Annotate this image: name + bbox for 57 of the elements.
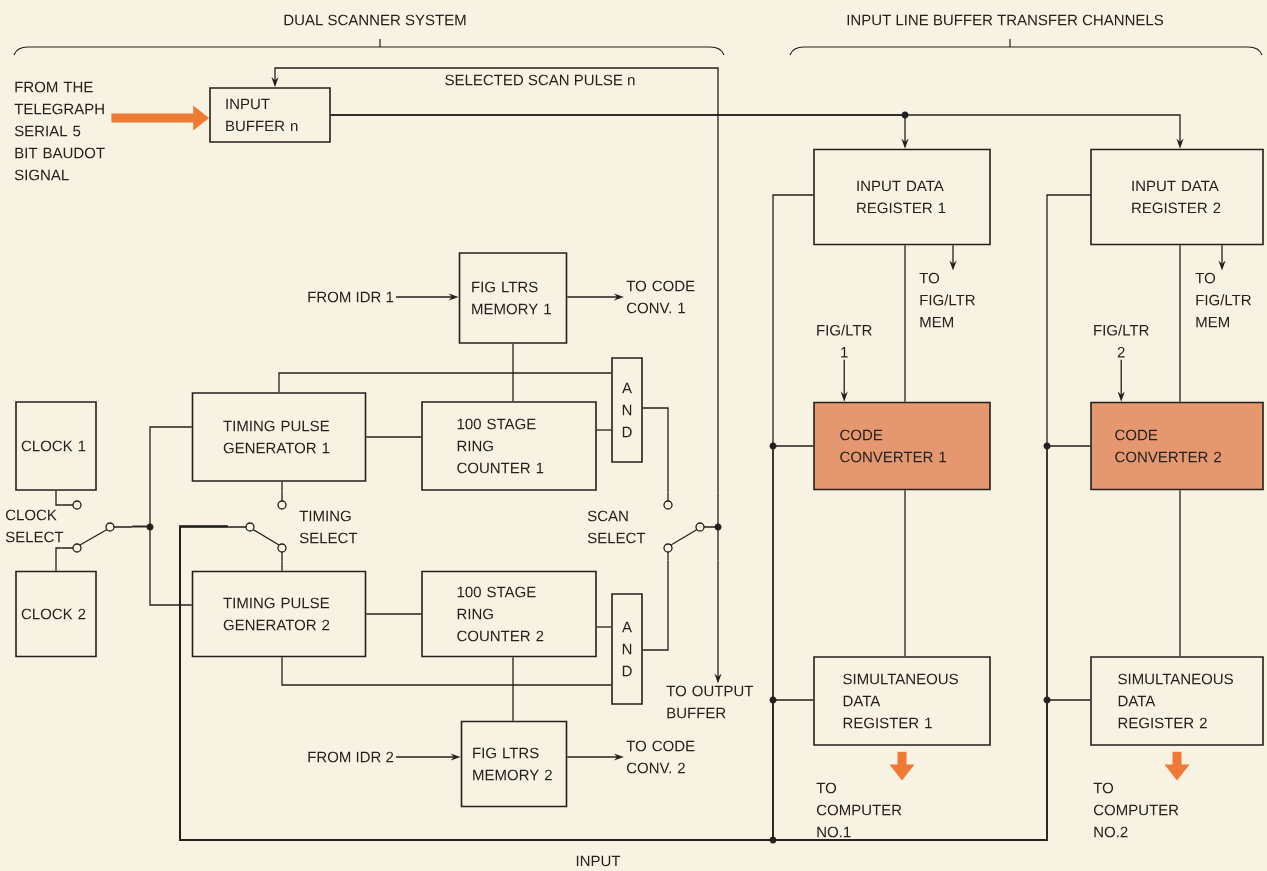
block-box: CLOCK 2: [15, 570, 97, 658]
block-box: TIMING PULSE GENERATOR 1: [191, 392, 367, 482]
block-box: 100 STAGE RING COUNTER 1: [421, 401, 597, 491]
signal-text: FROM THE TELEGRAPH SERIAL 5 BIT BAUDOT SIGNAL: [14, 81, 105, 181]
converter-box: CODE CONVERTER 2: [1090, 401, 1264, 491]
connector-line: [131, 525, 193, 606]
block-box: INPUT DATA REGISTER 2: [1090, 148, 1264, 246]
signal-text: FROM IDR 1: [308, 291, 394, 303]
signal-text: TO COMPUTER NO.2: [1093, 782, 1179, 838]
signal-text: TO OUTPUT BUFFER: [666, 685, 754, 719]
block-box: INPUT BUFFER n: [209, 87, 331, 143]
block-box: SIMULTANEOUS DATA REGISTER 2: [1090, 656, 1264, 746]
label-text: CLOCK SELECT: [5, 509, 64, 543]
and-gate: AND: [611, 593, 643, 705]
connector-line: [512, 656, 514, 722]
block-box: TIMING PULSE GENERATOR 2: [191, 570, 367, 658]
label-text: INPUT: [576, 855, 621, 867]
connector-line: [596, 429, 612, 431]
block-box: FIG LTRS MEMORY 2: [460, 720, 568, 808]
signal-text: TO COMPUTER NO.1: [816, 782, 902, 838]
connector-line: [904, 489, 906, 657]
block-box: 100 STAGE RING COUNTER 2: [421, 570, 597, 658]
connector-line: [642, 559, 669, 651]
block-box: FIG LTRS MEMORY 1: [458, 252, 568, 344]
connector-line: [596, 626, 612, 628]
signal-text: TO CODE CONV. 2: [626, 740, 695, 774]
signal-text: TO CODE CONV. 1: [626, 280, 695, 314]
connector-line: [55, 547, 63, 572]
signal-text: FROM IDR 2: [308, 751, 394, 763]
block-box: INPUT DATA REGISTER 1: [813, 148, 991, 246]
connector-line: [365, 436, 422, 438]
connector-line: [281, 656, 612, 686]
connector-line: [179, 525, 1091, 841]
connector-line: [55, 490, 63, 506]
switch-symbol: [663, 492, 722, 561]
heading-text: DUAL SCANNER SYSTEM: [284, 14, 466, 26]
signal-text: TO FIG/LTR MEM: [1195, 272, 1251, 328]
label-text: TIMING SELECT: [299, 510, 358, 544]
connector-line: [1179, 489, 1181, 657]
connector-line: [278, 372, 612, 393]
connector-line: [281, 560, 283, 572]
connector-line: [904, 244, 906, 403]
connector-line: [281, 481, 283, 493]
heading-text: INPUT LINE BUFFER TRANSFER CHANNELS: [847, 14, 1164, 26]
signal-text: FIG/LTR 2: [1094, 324, 1149, 358]
connector-line: [512, 343, 514, 402]
block-box: CLOCK 1: [15, 401, 97, 491]
connector-line: [1179, 244, 1181, 403]
connector-line: [365, 613, 422, 615]
block-box: SIMULTANEOUS DATA REGISTER 1: [813, 656, 991, 746]
and-gate: AND: [611, 357, 643, 463]
connector-line: [642, 407, 669, 494]
signal-text: TO FIG/LTR MEM: [919, 272, 975, 328]
label-text: SCAN SELECT: [587, 510, 646, 544]
switch-symbol: [227, 491, 287, 562]
signal-text: FIG/LTR 1: [817, 324, 872, 358]
converter-box: CODE CONVERTER 1: [813, 401, 991, 491]
